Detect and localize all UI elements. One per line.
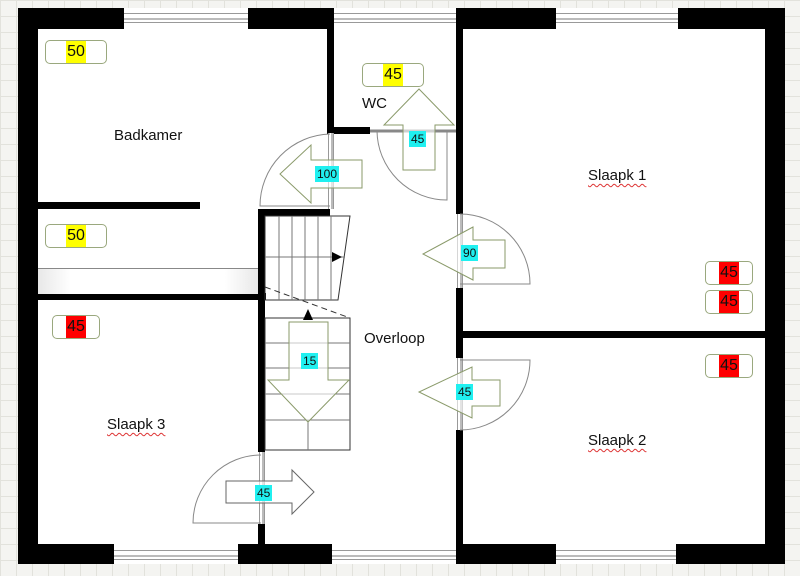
flow-label-slaapk2: 45: [456, 384, 474, 400]
window-wc: [334, 13, 456, 23]
door-swing-wc: [376, 130, 448, 201]
door-swing-slaapk1: [459, 213, 531, 285]
wall-stair-top: [258, 209, 330, 216]
window-slaapk3: [114, 550, 238, 560]
wall-slaapk3-top: [38, 293, 266, 300]
supply-badge-badkamer: 50: [45, 40, 107, 64]
wall-outer-bottom-right2: [676, 544, 785, 564]
wall-wc-bottom: [327, 127, 370, 134]
wall-outer-top-left: [18, 8, 124, 29]
window-badkamer: [124, 13, 248, 23]
room-label-badkamer: Badkamer: [114, 127, 183, 144]
wall-hall-right-mid: [456, 288, 463, 358]
door-swing-slaapk2: [459, 359, 531, 431]
supply-badge-wc: 45: [362, 63, 424, 87]
flow-label-slaapk1: 90: [461, 245, 479, 261]
flow-label-slaapk3: 45: [255, 485, 273, 501]
wall-slaapk1-slaapk2: [456, 331, 776, 338]
wall-outer-right: [765, 8, 785, 564]
window-slaapk1: [556, 13, 678, 23]
window-overloop: [332, 550, 456, 560]
arrow-up-icon: [382, 88, 456, 171]
wall-right-of-wc: [456, 8, 463, 214]
wall-outer-top-right1: [456, 8, 556, 29]
room-label-slaapk3: Slaapk 3: [107, 416, 166, 433]
wall-hall-right-bottom: [456, 430, 463, 564]
flow-label-wc: 45: [409, 131, 427, 147]
wall-badkamer-partial: [38, 202, 200, 209]
wall-wc-left: [327, 8, 334, 132]
supply-badge-storage: 50: [45, 224, 107, 248]
room-label-slaapk1: Slaapk 1: [588, 167, 647, 184]
stair-arrow-right-icon: [332, 252, 342, 262]
supply-badge-slaapk3: 45: [52, 315, 100, 339]
supply-badge-slaapk2: 45: [705, 354, 753, 378]
flow-label-badkamer: 100: [315, 166, 340, 182]
door-swing-badkamer: [259, 133, 331, 207]
door-swing-slaapk3: [192, 454, 262, 524]
room-label-slaapk2: Slaapk 2: [588, 432, 647, 449]
room-label-wc: WC: [362, 95, 387, 112]
wall-stair-left-bottom: [258, 524, 265, 546]
wall-outer-bottom-right1: [456, 544, 556, 564]
wall-stair-left: [258, 209, 265, 452]
arrow-down-icon: [266, 321, 351, 423]
supply-badge-slaapk1-b: 45: [705, 290, 753, 314]
supply-badge-slaapk1-a: 45: [705, 261, 753, 285]
wall-outer-top-right2: [678, 8, 778, 29]
flow-label-stairs: 15: [301, 353, 319, 369]
wall-outer-bottom-mid: [238, 544, 332, 564]
wall-outer-left: [18, 8, 38, 564]
stair-arrow-up-icon: [303, 309, 313, 320]
room-label-overloop: Overloop: [364, 330, 425, 347]
wall-outer-bottom-left: [18, 544, 114, 564]
storage-shelf: [38, 268, 258, 294]
wall-outer-top-mid: [248, 8, 334, 29]
window-slaapk2: [556, 550, 676, 560]
